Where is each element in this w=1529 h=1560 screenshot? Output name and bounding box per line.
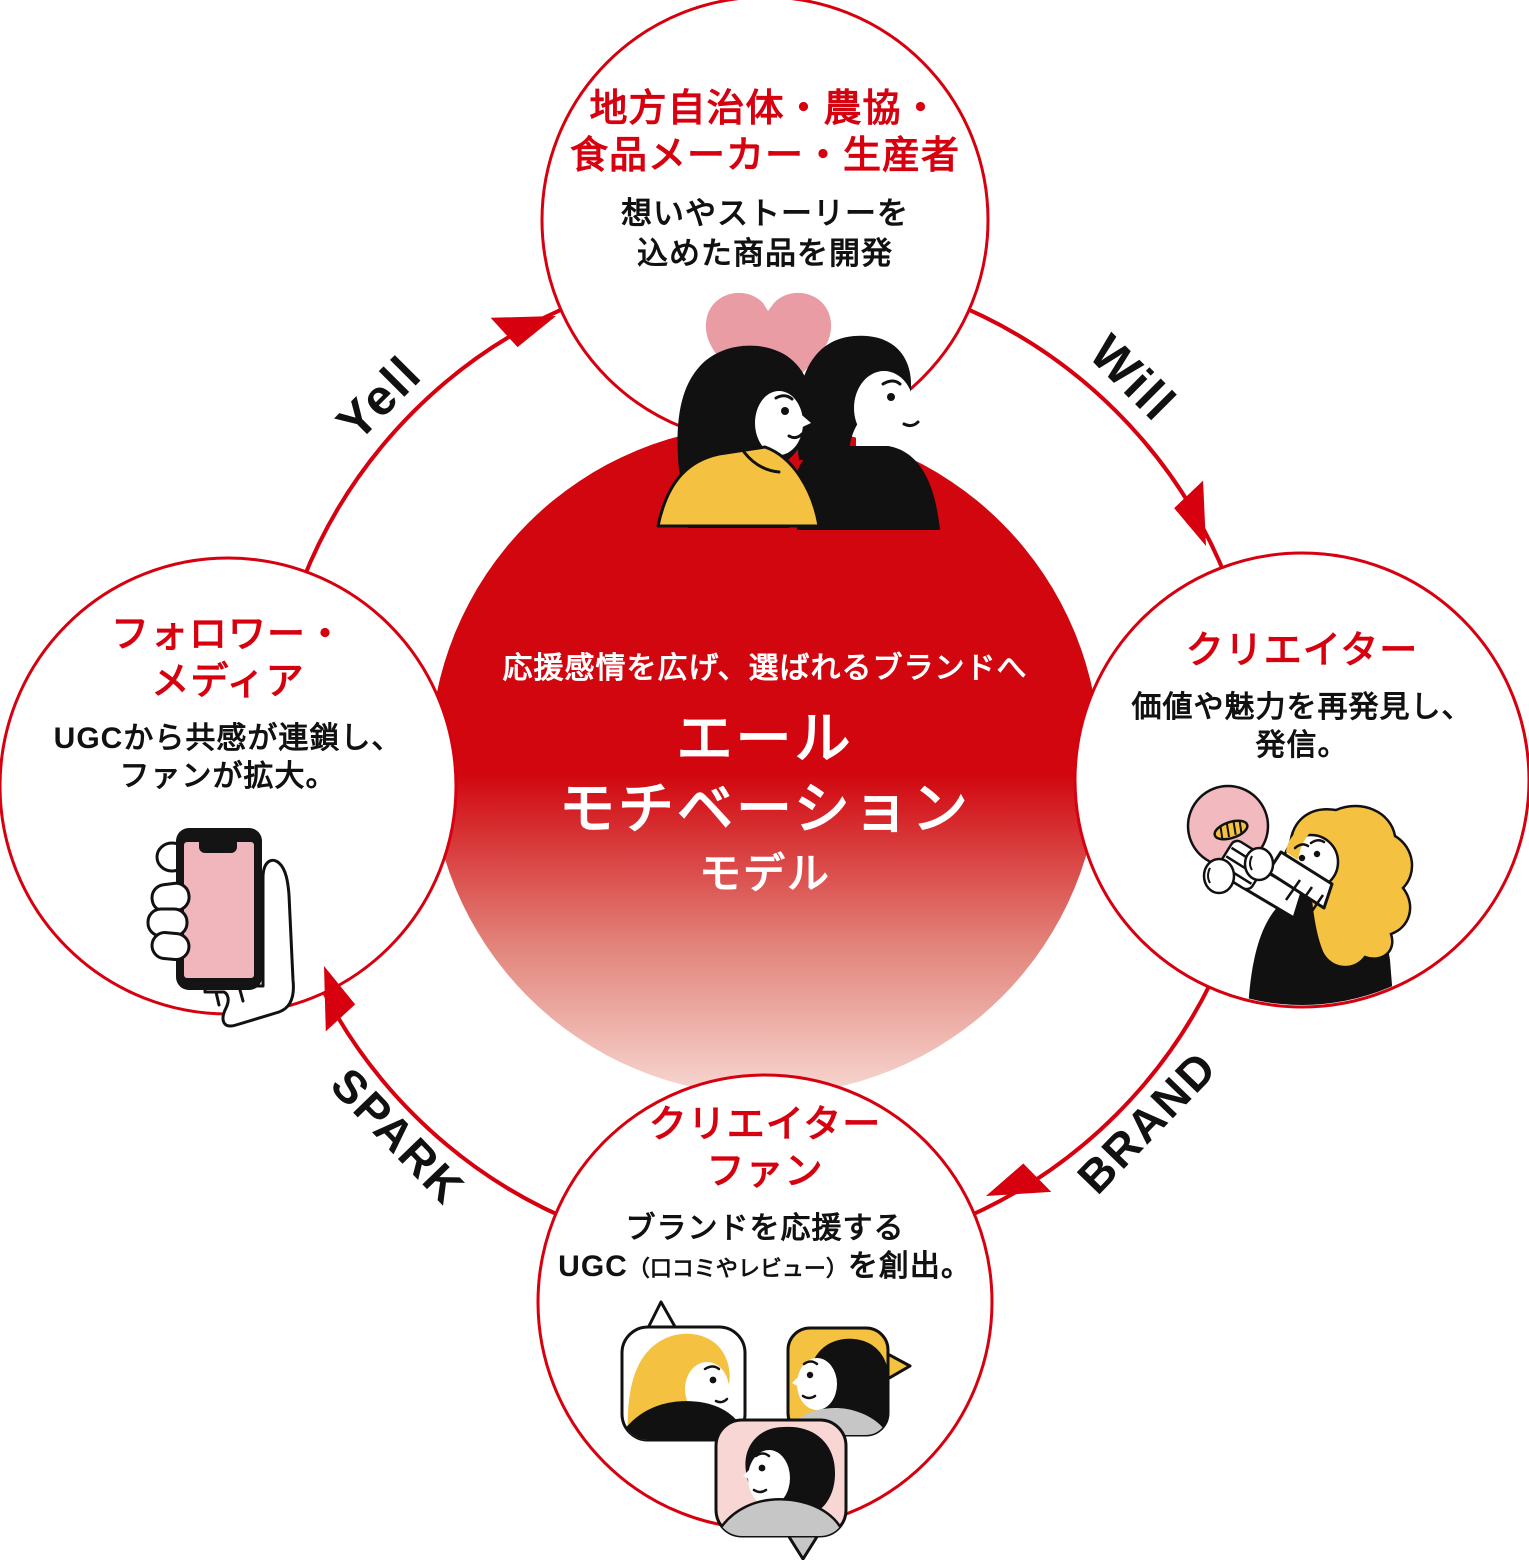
left-node-title-line1: フォロワー・ (110, 614, 345, 656)
top-node-title-line1: 地方自治体・農協・ (589, 88, 941, 130)
top-node-body-line2: 込めた商品を開発 (637, 235, 893, 271)
center-tagline: 応援感情を広げ、選ばれるブランドへ (502, 652, 1028, 685)
bottom-node-text: クリエイター ファン ブランドを応援する UGC（口コミやレビュー）を創出。 (505, 1102, 1025, 1286)
center-circle (430, 425, 1100, 1095)
top-node-title-line2: 食品メーカー・生産者 (569, 135, 960, 178)
model-title-line3: モデル (698, 850, 831, 897)
model-title-line1: エール (676, 707, 854, 770)
chat-bubble-pink (714, 1418, 848, 1560)
center-model-text: 応援感情を広げ、選ばれるブランドへ エール モチベーション モデル (455, 650, 1075, 904)
left-node-title-line2: メディア (151, 661, 305, 704)
chat-bubbles-illustration (620, 1300, 912, 1560)
arrow-top-to-right-icon (1174, 480, 1206, 546)
chat-bubble-yellow (786, 1326, 912, 1437)
arrow-right-to-bottom-icon (986, 1163, 1052, 1196)
bottom-node-title-line1: クリエイター (648, 1104, 882, 1146)
bottom-node-body-line2: UGC（口コミやレビュー）を創出。 (558, 1250, 972, 1284)
bottom-node-title-line2: ファン (706, 1151, 824, 1194)
couple-heart-illustration (656, 292, 940, 530)
woman-lightbulb-illustration (1186, 784, 1414, 1005)
right-node-text: クリエイター 価値や魅力を再発見し、 発信。 (1072, 628, 1529, 765)
left-node-body-line1: UGCから共感が連鎖し、 (53, 722, 403, 756)
model-title-line2: モチベーション (559, 777, 971, 840)
chat-bubble-white (620, 1300, 747, 1442)
top-node-text: 地方自治体・農協・ 食品メーカー・生産者 想いやストーリーを 込めた商品を開発 (465, 86, 1065, 273)
hand-smartphone-illustration (146, 828, 295, 1028)
bottom-node-body-small: （口コミやレビュー） (627, 1256, 848, 1282)
right-node-circle (1073, 551, 1529, 1009)
right-node-body-line1: 価値や魅力を再発見し、 (1131, 691, 1473, 725)
bottom-node-body-line1: ブランドを応援する (625, 1212, 905, 1246)
arrow-bottom-to-left-icon (324, 966, 356, 1032)
top-node-body-line1: 想いやストーリーを (621, 196, 909, 232)
right-node-title: クリエイター (1185, 630, 1419, 672)
left-node-text: フォロワー・ メディア UGCから共感が連鎖し、 ファンが拡大。 (8, 612, 448, 796)
left-node-body-line2: ファンが拡大。 (119, 760, 337, 794)
palm-shape (203, 858, 295, 1028)
arrow-left-to-top-icon (490, 316, 556, 348)
right-node-body-line2: 発信。 (1255, 729, 1349, 763)
